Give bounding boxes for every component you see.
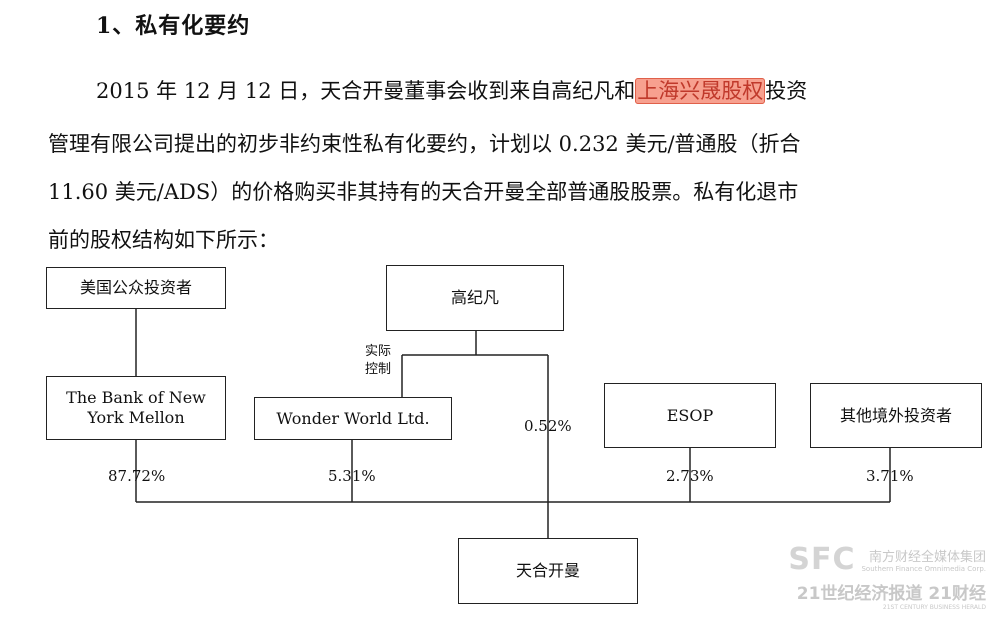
publisher-watermark: SFC 南方财经全媒体集团 Southern Finance Omnimedia… [788, 542, 986, 611]
other-foreign-investors-box: 其他境外投资者 [810, 383, 982, 448]
paragraph-line-4: 前的股权结构如下所示： [48, 228, 279, 252]
bny-line-1: The Bank of New [66, 388, 206, 407]
wonder-world-box: Wonder World Ltd. [254, 397, 452, 440]
bny-line-2: York Mellon [87, 408, 185, 427]
watermark-brand-en: 21ST CENTURY BUSINESS HERALD [882, 604, 986, 611]
trina-cayman-box: 天合开曼 [458, 538, 638, 604]
control-label-line-1: 实际 [364, 344, 391, 359]
sfc-logo: SFC [788, 542, 856, 577]
watermark-brand-2: 21财经 [928, 584, 986, 604]
watermark-en-name: Southern Finance Omnimedia Corp. [861, 565, 986, 573]
paragraph-text: 2015 年 12 月 12 日，天合开曼董事会收到来自高纪凡和 [96, 79, 636, 103]
pct-gao: 0.52% [524, 417, 572, 435]
paragraph-line-3: 11.60 美元/ADS）的价格购买非其持有的天合开曼全部普通股股票。私有化退市 [48, 180, 799, 204]
paragraph-line-1: 2015 年 12 月 12 日，天合开曼董事会收到来自高纪凡和上海兴晟股权投资 [96, 75, 807, 105]
highlighted-entity: 上海兴晟股权 [635, 78, 766, 104]
paragraph-text: 投资 [765, 79, 808, 103]
pct-esop: 2.73% [666, 467, 714, 485]
watermark-cn-name: 南方财经全媒体集团 [868, 550, 986, 565]
pct-bny: 87.72% [108, 467, 166, 485]
actual-control-label: 实际 控制 [358, 343, 398, 379]
watermark-brand-1: 21世纪经济报道 [796, 584, 923, 604]
us-public-investors-box: 美国公众投资者 [46, 267, 226, 309]
bny-mellon-box: The Bank of New York Mellon [46, 376, 226, 440]
pct-wonder: 5.31% [328, 467, 376, 485]
gao-jifan-box: 高纪凡 [386, 265, 564, 331]
esop-box: ESOP [604, 383, 776, 448]
control-label-line-2: 控制 [364, 362, 391, 377]
paragraph-line-2: 管理有限公司提出的初步非约束性私有化要约，计划以 0.232 美元/普通股（折合 [48, 132, 801, 156]
section-heading: 1、私有化要约 [96, 13, 251, 39]
pct-other: 3.71% [866, 467, 914, 485]
